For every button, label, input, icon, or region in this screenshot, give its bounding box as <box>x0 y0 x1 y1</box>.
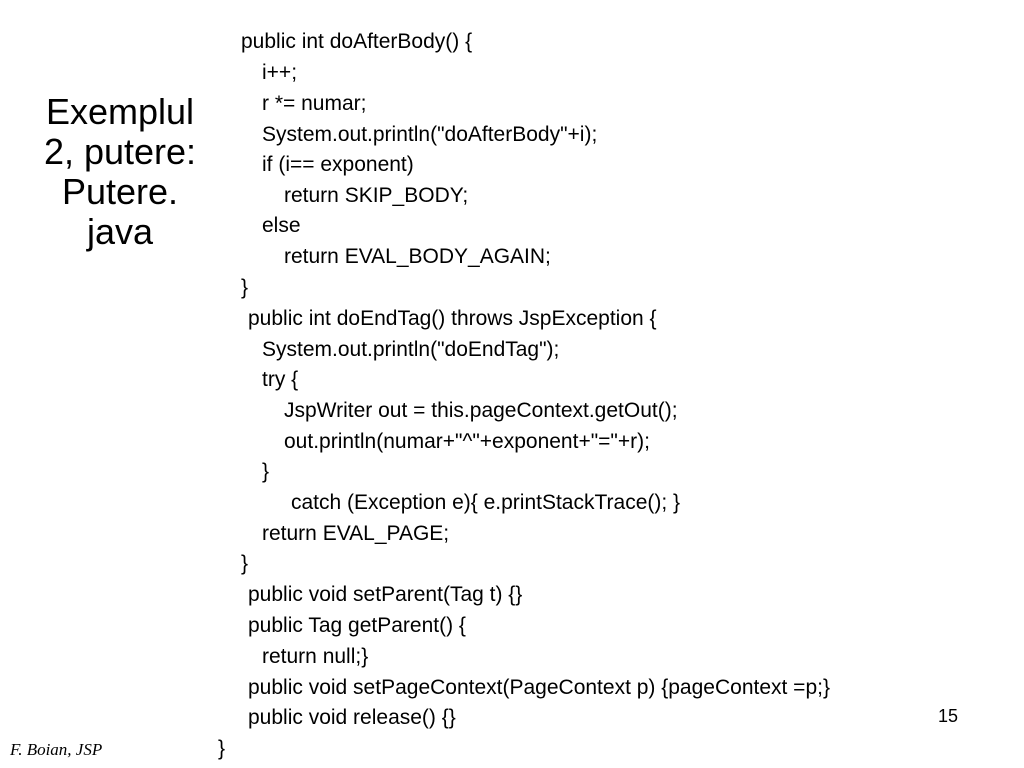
page-number: 15 <box>938 706 959 726</box>
code-line: try { <box>262 368 299 391</box>
code-line: return SKIP_BODY; <box>284 184 469 207</box>
code-line: } <box>262 460 270 483</box>
code-line: public void setParent(Tag t) {} <box>248 583 523 606</box>
code-line: public void setPageContext(PageContext p… <box>248 676 830 699</box>
code-line: public Tag getParent() { <box>248 614 466 637</box>
code-line: else <box>262 214 301 237</box>
code-line: } <box>241 552 249 575</box>
code-line: return EVAL_PAGE; <box>262 522 450 545</box>
code-line: return EVAL_BODY_AGAIN; <box>284 245 551 268</box>
code-line: catch (Exception e){ e.printStackTrace()… <box>291 491 681 514</box>
code-line: public int doEndTag() throws JspExceptio… <box>248 307 657 330</box>
title-line: java <box>86 211 154 252</box>
code-line: public void release() {} <box>248 706 456 729</box>
code-line: return null;} <box>262 645 369 668</box>
code-line: } <box>218 737 226 760</box>
code-line: out.println(numar+"^"+exponent+"="+r); <box>284 430 650 453</box>
slide-title: Exemplul 2, putere: Putere. java <box>20 92 220 252</box>
title-line: Putere. <box>61 171 179 212</box>
code-line: System.out.println("doEndTag"); <box>262 338 560 361</box>
code-line: JspWriter out = this.pageContext.getOut(… <box>284 399 678 422</box>
code-line: if (i== exponent) <box>262 153 414 176</box>
code-line: i++; <box>262 61 298 84</box>
title-line: 2, putere: <box>43 131 197 172</box>
code-line: System.out.println("doAfterBody"+i); <box>262 123 598 146</box>
code-line: r *= numar; <box>262 92 367 115</box>
code-line: } <box>241 276 249 299</box>
title-line: Exemplul <box>45 91 195 132</box>
code-line: public int doAfterBody() { <box>241 30 473 53</box>
footer-author: F. Boian, JSP <box>10 740 103 759</box>
